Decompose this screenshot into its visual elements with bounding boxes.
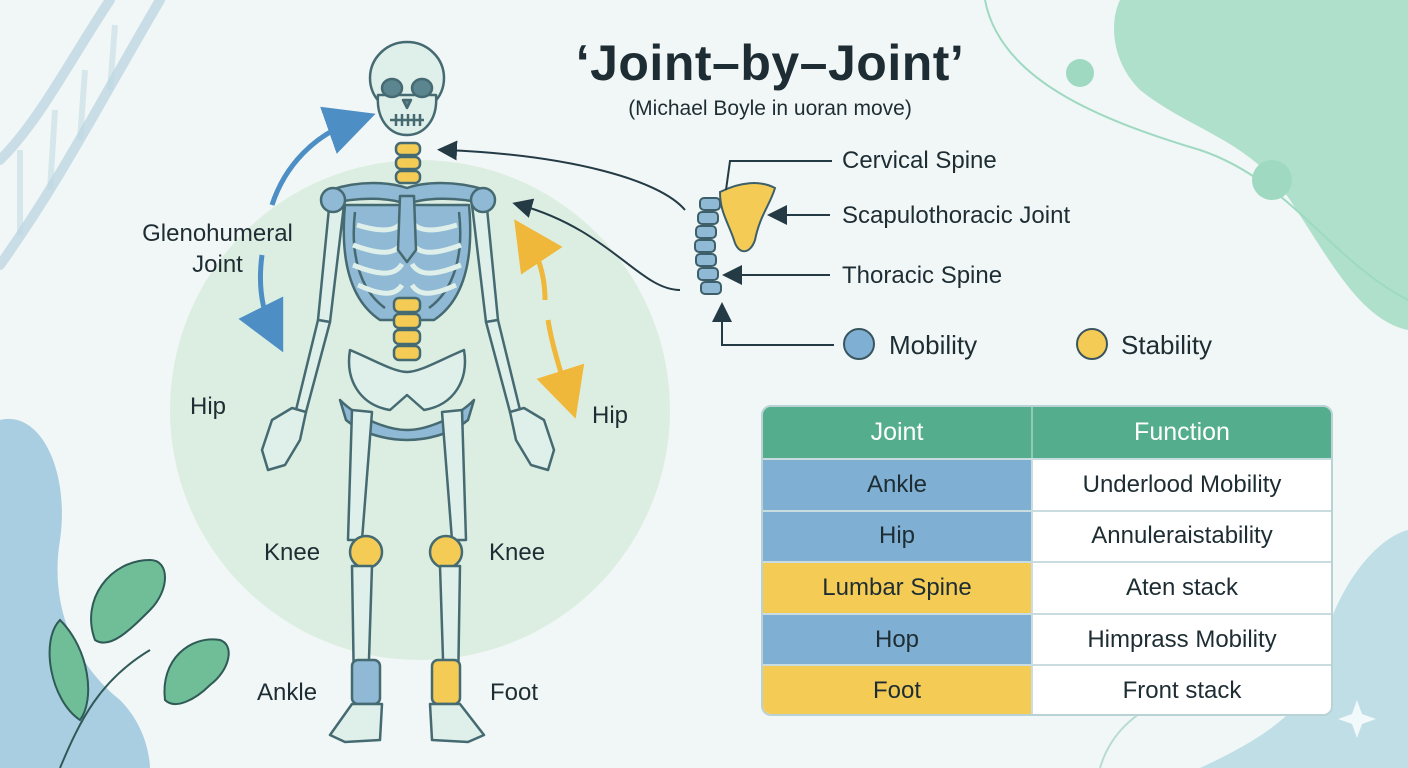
table-cell-function: Underlood Mobility xyxy=(1033,460,1331,510)
page-title: ‘Joint–by–Joint’ xyxy=(575,35,965,91)
table-cell-function: Front stack xyxy=(1033,666,1331,714)
page-subtitle: (Michael Boyle in uoran move) xyxy=(628,97,912,120)
label-knee-right: Knee xyxy=(489,539,546,566)
table-header-row: Joint Function xyxy=(763,407,1331,458)
legend-mobility-label: Mobility xyxy=(889,330,978,360)
table-row: Lumbar Spine Aten stack xyxy=(763,561,1331,613)
table-header-joint: Joint xyxy=(763,407,1033,458)
table-cell-function: Aten stack xyxy=(1033,563,1331,613)
legend-stability-swatch xyxy=(1076,328,1108,360)
table-header-function: Function xyxy=(1033,407,1331,458)
label-glenohumeral-joint: Glenohumeral Joint xyxy=(142,220,293,278)
table-cell-joint: Lumbar Spine xyxy=(763,563,1033,613)
legend-stability-label: Stability xyxy=(1121,330,1213,360)
table-cell-function: Himprass Mobility xyxy=(1033,614,1331,665)
label-ankle-left: Ankle xyxy=(257,679,318,706)
callout-cervical-spine: Cervical Spine xyxy=(842,147,997,174)
callout-thoracic-spine: Thoracic Spine xyxy=(842,262,1003,289)
table-row: Ankle Underlood Mobility xyxy=(763,458,1331,510)
table-cell-joint: Ankle xyxy=(763,460,1033,510)
table-cell-joint: Hop xyxy=(763,614,1033,665)
callout-scapulothoracic-joint: Scapulothoracic Joint xyxy=(842,202,1071,229)
label-hip-left: Hip xyxy=(190,393,227,420)
table-cell-function: Annuleraistability xyxy=(1033,511,1331,562)
joint-function-table: Joint Function Ankle Underlood Mobility … xyxy=(761,405,1333,716)
table-cell-joint: Hip xyxy=(763,511,1033,562)
table-cell-joint: Foot xyxy=(763,666,1033,714)
table-row: Hip Annuleraistability xyxy=(763,509,1331,562)
label-foot-right: Foot xyxy=(490,679,539,706)
table-row: Hop Himprass Mobility xyxy=(763,612,1331,665)
table-row: Foot Front stack xyxy=(763,664,1331,714)
legend-mobility-swatch xyxy=(843,328,875,360)
label-hip-right: Hip xyxy=(592,402,629,429)
label-knee-left: Knee xyxy=(264,539,321,566)
